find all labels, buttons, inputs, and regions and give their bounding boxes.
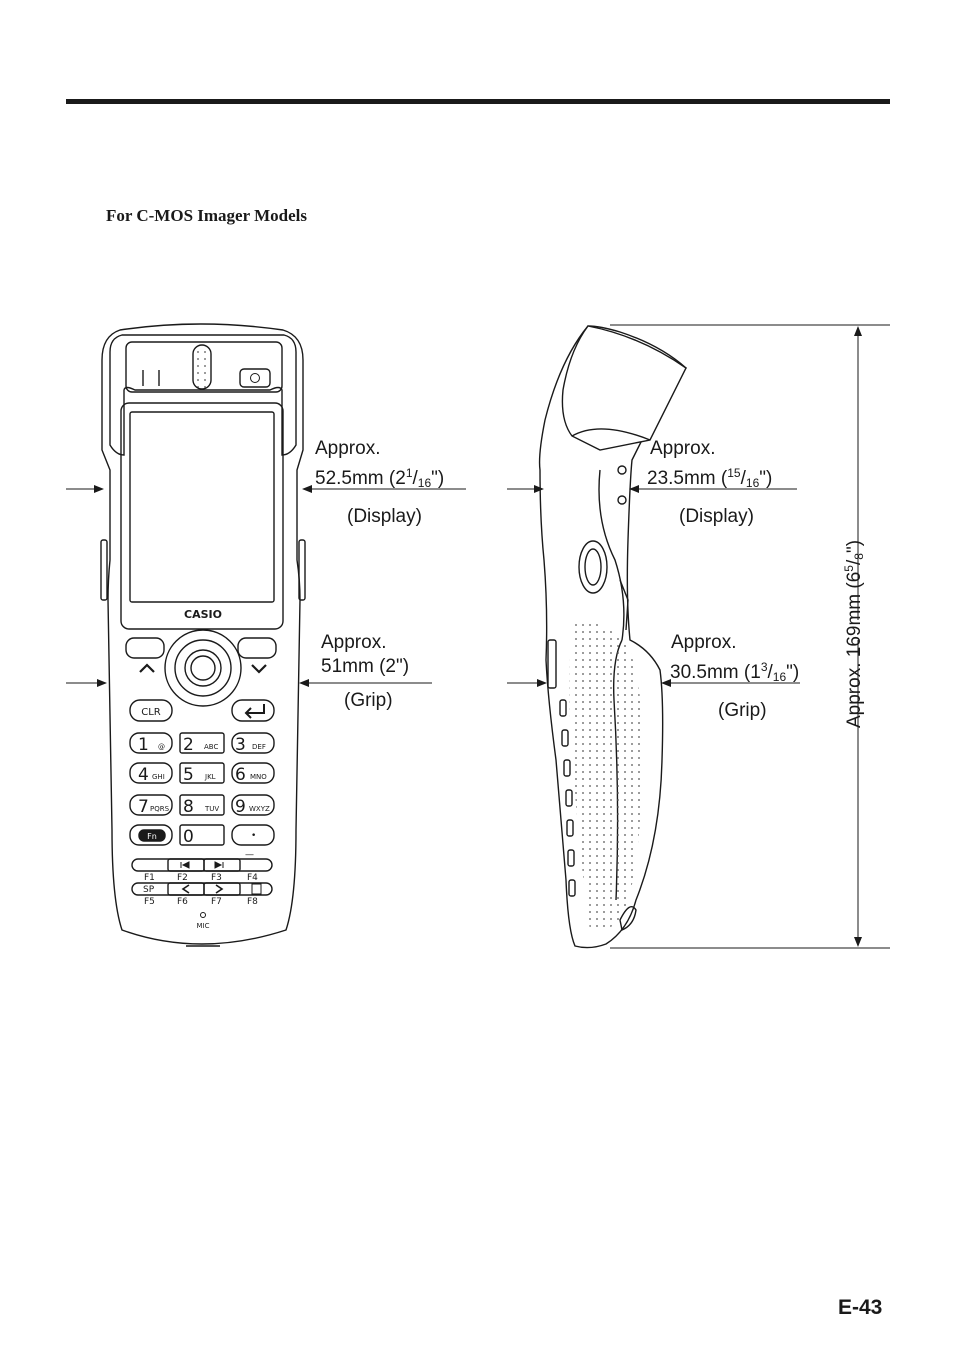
digit-7-key[interactable]: 7: [138, 797, 149, 817]
side-view: [538, 325, 687, 949]
digit-0-key[interactable]: 0: [183, 827, 194, 847]
dimension-lines: [66, 324, 890, 949]
f6-label: F6: [177, 897, 188, 907]
digit-6-key[interactable]: 6: [235, 765, 246, 785]
f3-label: F3: [211, 873, 222, 883]
digit-9-key[interactable]: 9: [235, 797, 246, 817]
digit-3-letters: DEF: [252, 743, 266, 751]
f5-label: F5: [144, 897, 155, 907]
casio-logo: CASIO: [184, 608, 222, 621]
front-grip-label: Approx. 51mm (2") (Grip): [321, 632, 410, 711]
f7-label: F7: [211, 897, 222, 907]
digit-9-letters: WXYZ: [249, 805, 270, 813]
fn-key-label[interactable]: Fn: [147, 832, 157, 841]
digit-1-letters: @: [158, 743, 165, 751]
front-key-labels: CASIO CLR 1 @ 2 ABC 3 DEF 4 GHI 5 JKL 6 …: [138, 608, 270, 930]
f2-label: F2: [177, 873, 188, 883]
front-display-label: Approx. 52.5mm (21/16") (Display): [315, 438, 445, 527]
header-rule: [66, 99, 890, 104]
minus-key-label: —: [245, 850, 254, 860]
digit-7-letters: PQRS: [150, 805, 170, 813]
f1-label: F1: [144, 873, 155, 883]
digit-8-letters: TUV: [204, 805, 219, 813]
digit-5-key[interactable]: 5: [183, 765, 194, 785]
f8-label: F8: [247, 897, 258, 907]
clr-key-label[interactable]: CLR: [141, 707, 161, 718]
height-label: Approx. 169mm (65/8"): [842, 539, 866, 728]
digit-2-key[interactable]: 2: [183, 735, 194, 755]
digit-1-key[interactable]: 1: [138, 735, 149, 755]
side-display-label: Approx. 23.5mm (15/16") (Display): [647, 438, 773, 527]
front-view: [100, 323, 306, 947]
mic-label: MIC: [197, 922, 210, 930]
f4-label: F4: [247, 873, 258, 883]
dot-key[interactable]: •: [251, 831, 256, 841]
digit-3-key[interactable]: 3: [235, 735, 246, 755]
digit-2-letters: ABC: [204, 743, 218, 751]
digit-4-key[interactable]: 4: [138, 765, 149, 785]
digit-8-key[interactable]: 8: [183, 797, 194, 817]
digit-4-letters: GHI: [152, 773, 165, 781]
digit-5-letters: JKL: [204, 773, 216, 781]
page-number: E-43: [838, 1296, 883, 1319]
section-title: For C-MOS Imager Models: [106, 206, 307, 225]
sp-key-label[interactable]: SP: [143, 885, 155, 895]
digit-6-letters: MNO: [250, 773, 267, 781]
side-grip-label: Approx. 30.5mm (13/16") (Grip): [670, 632, 800, 721]
